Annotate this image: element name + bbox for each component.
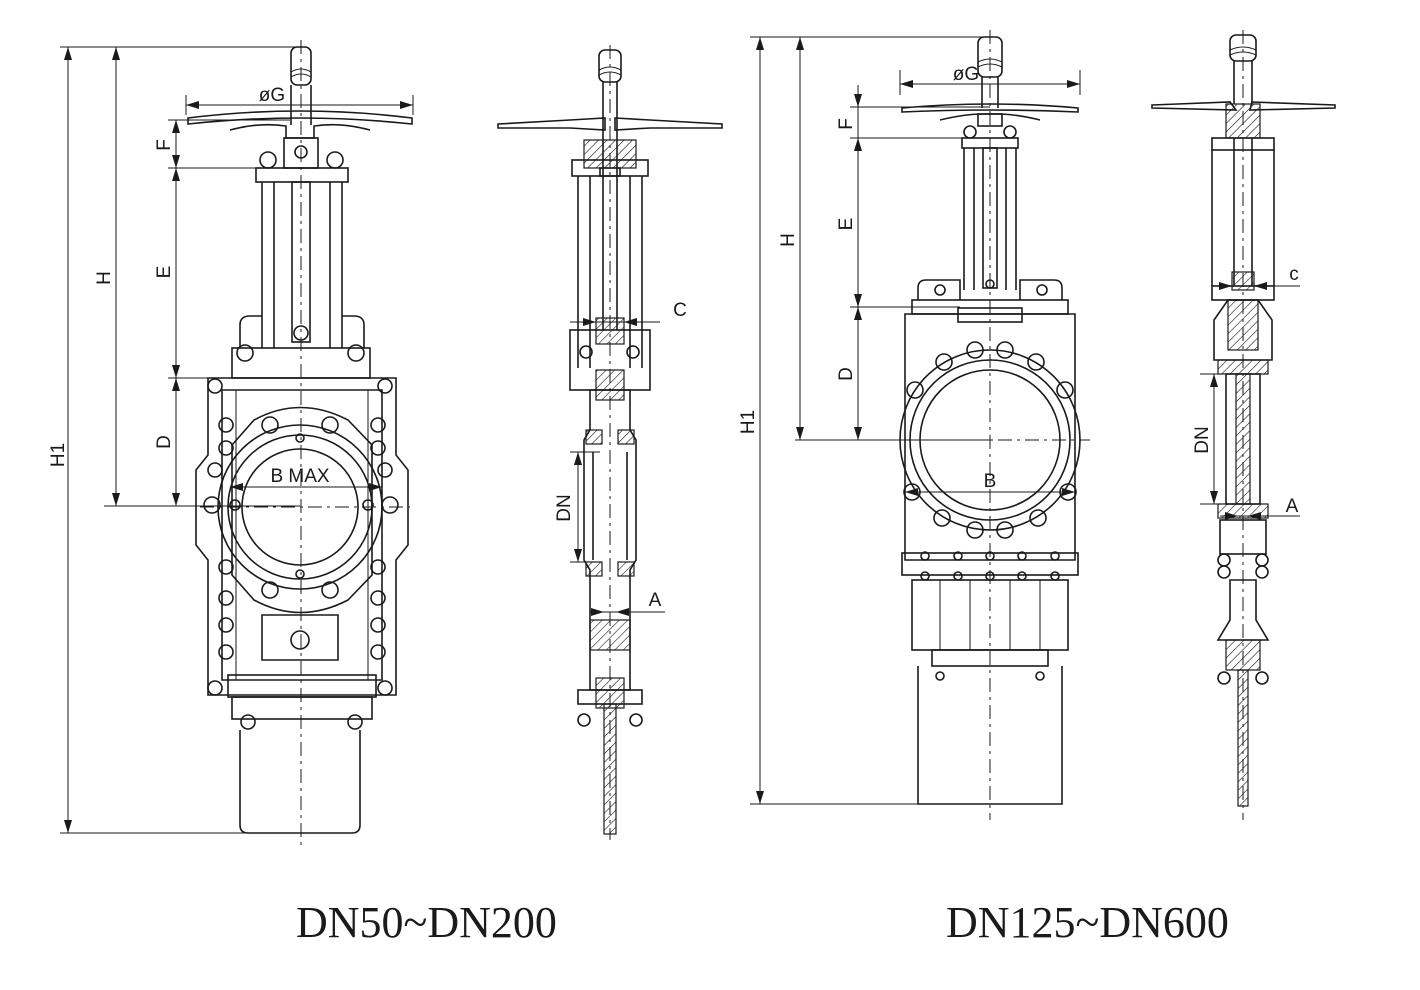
dim-label-e: E [836, 218, 857, 231]
dim-label-a: A [1286, 496, 1299, 517]
caption-large-range: DN125~DN600 [946, 898, 1229, 947]
dim-label-g: øG [953, 64, 979, 85]
front-view-large-labels: H1 H F E D øG B [738, 64, 996, 492]
dim-label-d: D [154, 435, 175, 449]
caption-small-range: DN50~DN200 [296, 898, 557, 947]
dim-label-dn: DN [554, 494, 575, 521]
dim-label-c: C [673, 300, 687, 321]
dim-label-f: F [154, 139, 175, 151]
dim-label-a: A [649, 590, 662, 611]
dim-label-h1: H1 [738, 410, 759, 434]
front-view-small-valve [60, 40, 414, 845]
dim-label-h: H [778, 233, 799, 247]
side-view-large-valve [1151, 30, 1336, 820]
dim-label-f: F [836, 118, 857, 130]
handwheel [187, 46, 413, 169]
valve-body [195, 377, 409, 834]
dim-label-e: E [154, 266, 175, 279]
dim-label-d: D [836, 367, 857, 381]
dim-label-g: øG [259, 85, 285, 106]
dim-label-dn: DN [1192, 426, 1213, 453]
side-view-small-labels: C DN A [554, 300, 687, 611]
dimension-lines [750, 36, 1081, 805]
side-view-large-labels: c DN A [1192, 264, 1299, 517]
side-view-small-valve [497, 45, 723, 840]
dim-label-h1: H1 [48, 443, 69, 467]
dim-label-c: c [1289, 264, 1299, 285]
dim-label-h: H [94, 271, 115, 285]
dim-label-b: B [984, 471, 997, 492]
front-view-small-labels: H1 H F E D øG B MAX [48, 85, 330, 487]
dim-label-b: B MAX [270, 466, 329, 487]
yoke [231, 151, 371, 379]
front-view-large-valve [750, 30, 1090, 820]
